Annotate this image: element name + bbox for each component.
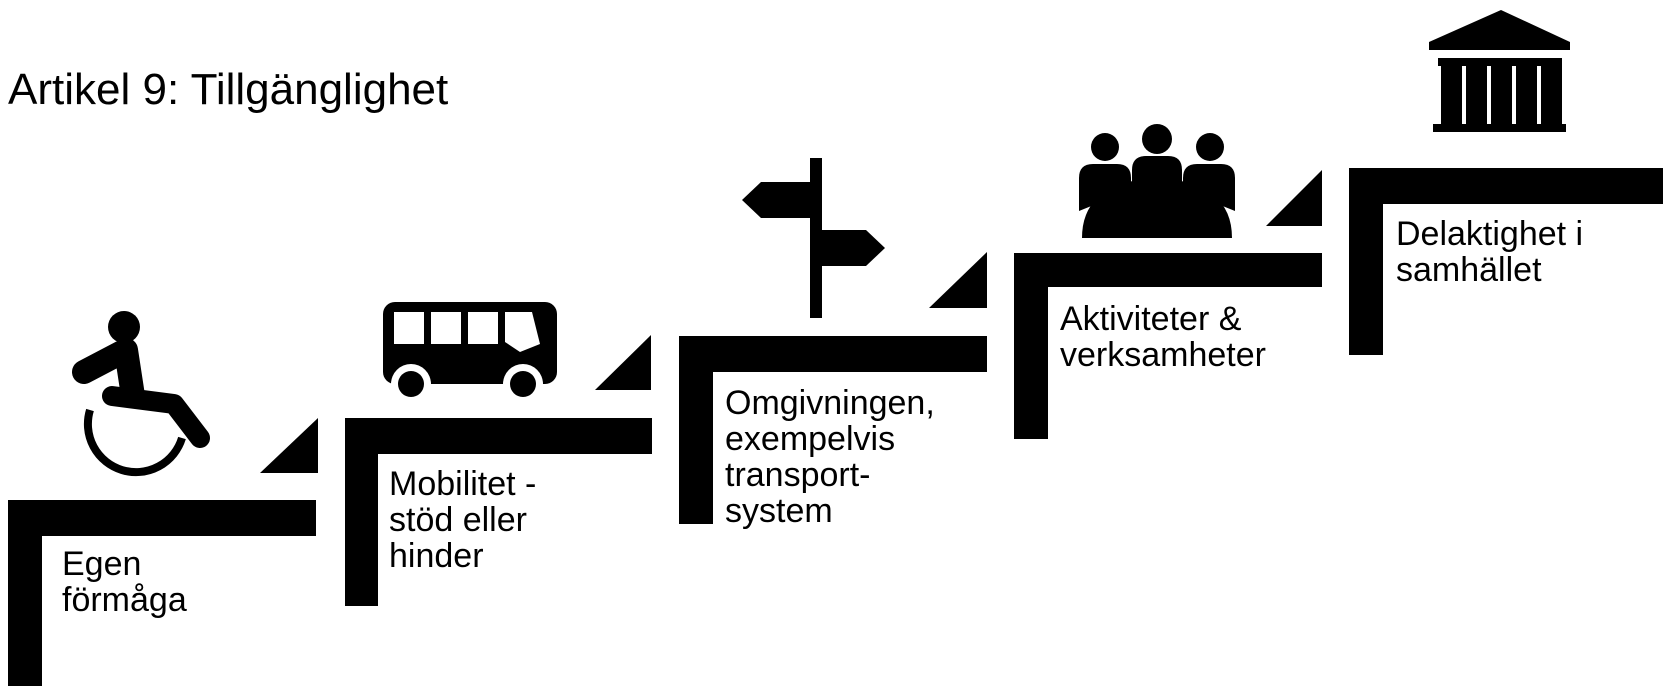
step-5-platform [1349, 168, 1663, 355]
step-3-arrow [929, 252, 987, 308]
government-building-icon [1429, 10, 1570, 132]
step-2-arrow [595, 335, 651, 390]
step-4-label: Aktiviteter & verksamheter [1060, 300, 1266, 374]
step-5-label: Delaktighet i samhället [1396, 215, 1584, 289]
step-4-platform [1014, 253, 1322, 439]
step-2-label: Mobilitet - stöd eller hinder [389, 465, 537, 575]
step-1-label: Egen förmåga [62, 545, 187, 619]
step-2-platform [345, 418, 652, 606]
bus-icon [383, 302, 557, 404]
signpost-icon [742, 158, 885, 318]
step-1-platform [8, 500, 316, 686]
step-3-platform [679, 336, 987, 524]
step-1-arrow [260, 418, 318, 473]
meeting-group-icon [1079, 124, 1235, 238]
step-3-label: Omgivningen, exempelvis transport- syste… [725, 384, 935, 530]
step-4-arrow [1266, 170, 1322, 226]
wheelchair-icon [72, 311, 210, 477]
page-title: Artikel 9: Tillgänglighet [8, 65, 449, 114]
